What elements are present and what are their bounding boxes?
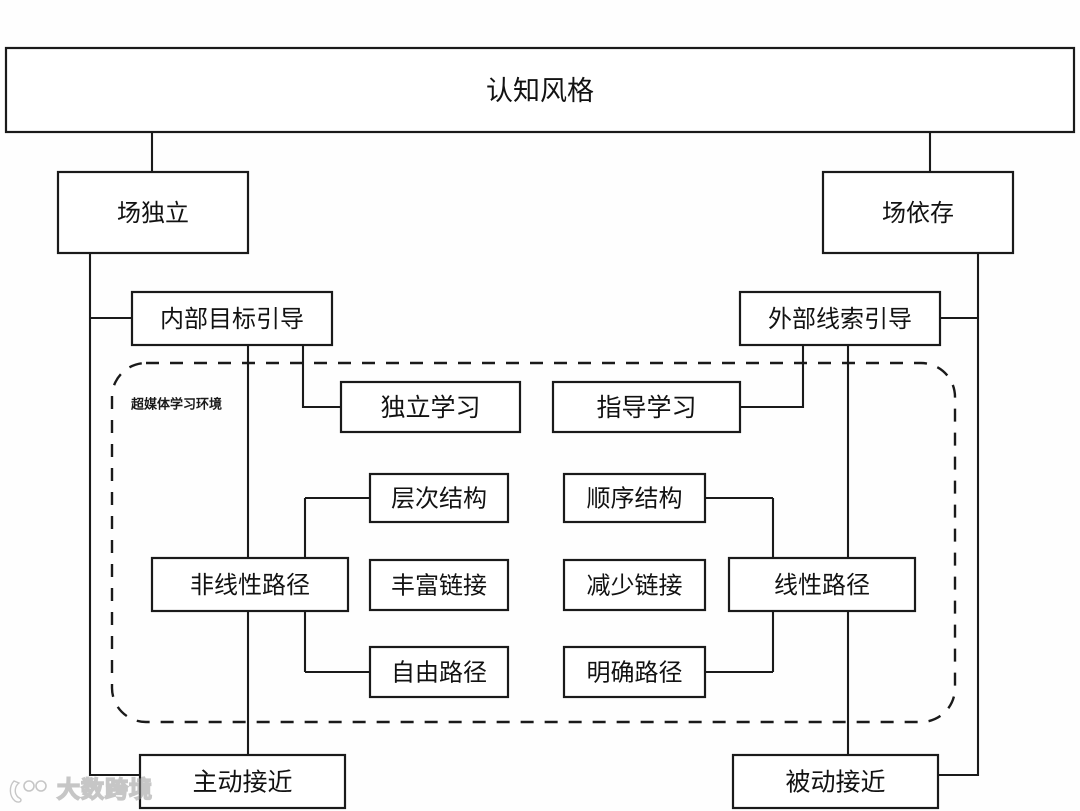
node-linear-path[interactable]: 线性路径	[727, 556, 917, 613]
node-nonlinear-path-label: 非线性路径	[190, 572, 310, 599]
node-free-path-box[interactable]	[368, 645, 510, 699]
node-field-independent[interactable]: 场独立	[56, 170, 250, 255]
node-field-independent-label: 场独立	[117, 200, 189, 227]
node-reduced-links-label: 减少链接	[587, 573, 683, 600]
node-field-dependent-box[interactable]	[821, 170, 1015, 255]
node-field-dependent[interactable]: 场依存	[821, 170, 1015, 255]
node-guided-learning-box[interactable]	[551, 380, 742, 434]
connector-layer	[88, 132, 980, 777]
node-active-approach-box[interactable]	[138, 753, 347, 810]
hypermedia-environment-group: 超媒体学习环境	[110, 361, 957, 724]
node-external-cue-guided[interactable]: 外部线索引导	[738, 290, 942, 347]
node-internal-goal-guided-label: 内部目标引导	[160, 306, 304, 333]
node-guided-learning-label: 指导学习	[596, 394, 696, 422]
node-explicit-path[interactable]: 明确路径	[562, 645, 707, 699]
node-cognitive-style-box[interactable]	[4, 46, 1076, 134]
node-cognitive-style-label: 认知风格	[486, 76, 594, 106]
node-independent-learning[interactable]: 独立学习	[339, 380, 522, 434]
node-sequential-structure-box[interactable]	[562, 472, 707, 524]
node-passive-approach[interactable]: 被动接近	[731, 753, 940, 810]
node-external-cue-guided-box[interactable]	[738, 290, 942, 347]
node-active-approach-label: 主动接近	[192, 769, 292, 797]
node-hierarchical-structure-box[interactable]	[368, 472, 510, 524]
node-field-dependent-label: 场依存	[882, 200, 954, 227]
node-internal-goal-guided-box[interactable]	[130, 290, 334, 347]
connector-internal-goal-to-independent-learning	[301, 345, 341, 409]
node-independent-learning-label: 独立学习	[380, 394, 480, 422]
node-sequential-structure[interactable]: 顺序结构	[562, 472, 707, 524]
node-nonlinear-path-box[interactable]	[150, 556, 350, 613]
hypermedia-environment-label: 超媒体学习环境	[131, 397, 222, 412]
node-field-independent-box[interactable]	[56, 170, 250, 255]
node-rich-links-box[interactable]	[368, 558, 510, 612]
node-hierarchical-structure[interactable]: 层次结构	[368, 472, 510, 524]
node-linear-path-label: 线性路径	[774, 572, 870, 599]
node-free-path[interactable]: 自由路径	[368, 645, 510, 699]
connector-field-independent-down-spine	[88, 253, 140, 777]
node-passive-approach-box[interactable]	[731, 753, 940, 810]
node-hierarchical-structure-label: 层次结构	[391, 486, 487, 513]
node-nonlinear-path[interactable]: 非线性路径	[150, 556, 350, 613]
node-free-path-label: 自由路径	[391, 660, 487, 687]
node-external-cue-guided-label: 外部线索引导	[768, 306, 912, 333]
node-rich-links-label: 丰富链接	[391, 573, 487, 600]
node-internal-goal-guided[interactable]: 内部目标引导	[130, 290, 334, 347]
node-rich-links[interactable]: 丰富链接	[368, 558, 510, 612]
connector-external-cue-to-guided-learning	[740, 345, 805, 409]
node-sequential-structure-label: 顺序结构	[587, 486, 683, 513]
node-cognitive-style[interactable]: 认知风格	[4, 46, 1076, 134]
node-passive-approach-label: 被动接近	[785, 769, 885, 797]
node-linear-path-box[interactable]	[727, 556, 917, 613]
node-guided-learning[interactable]: 指导学习	[551, 380, 742, 434]
connector-field-dependent-down-spine	[938, 253, 980, 777]
hypermedia-environment-boundary	[110, 361, 957, 724]
node-reduced-links-box[interactable]	[562, 558, 707, 612]
node-reduced-links[interactable]: 减少链接	[562, 558, 707, 612]
node-active-approach[interactable]: 主动接近	[138, 753, 347, 810]
node-independent-learning-box[interactable]	[339, 380, 522, 434]
node-explicit-path-box[interactable]	[562, 645, 707, 699]
node-explicit-path-label: 明确路径	[587, 660, 683, 687]
